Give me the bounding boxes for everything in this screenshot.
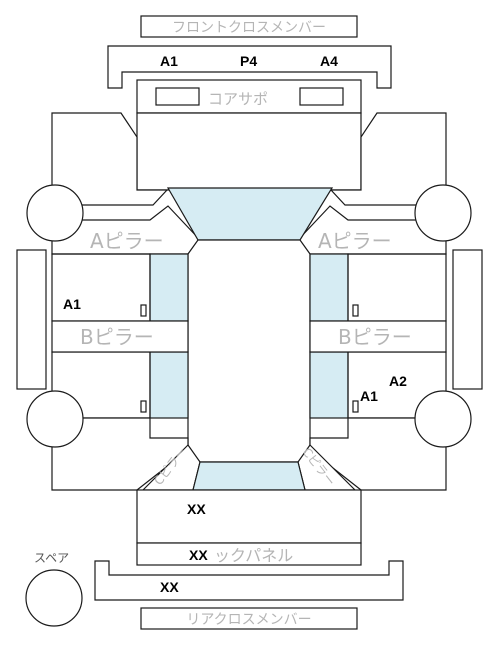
front-cross-member-label: フロントクロスメンバー [172,20,326,36]
door-handle-front-right [352,304,359,317]
mark-rear-member: XX [160,579,179,595]
door-handle-front-left [140,304,147,317]
window-rear-right[interactable] [309,351,349,419]
hood[interactable] [136,112,362,191]
mark-front-right: A4 [320,53,338,69]
mark-left-door: A1 [63,296,81,312]
mark-right-rear-a2: A2 [389,373,407,389]
b-pillar-left-label: Bピラー [80,325,154,349]
door-front-right[interactable] [347,253,447,322]
b-pillar-right-label: Bピラー [338,325,412,349]
wheel-rear-right[interactable] [414,390,472,448]
window-front-right[interactable] [309,253,349,322]
wheel-rear-left[interactable] [26,390,84,448]
roof[interactable] [187,239,311,463]
mark-front-center: P4 [240,53,257,69]
core-support-label: コアサポ [208,90,268,108]
rear-window[interactable] [192,461,306,491]
rear-cross-member-label: リアクロスメンバー [186,612,311,628]
quarter-panel-left[interactable] [51,417,189,491]
front-bumper[interactable] [107,45,392,89]
spare-tire[interactable] [25,569,83,627]
mark-front-left: A1 [160,53,178,69]
spare-label: スペア [34,551,69,565]
window-front-left[interactable] [149,253,189,322]
back-panel-label: ックパネル [214,546,293,565]
trunk[interactable] [136,489,362,544]
wheel-front-right[interactable] [414,184,472,242]
b-pillar-left[interactable] [51,320,189,353]
rear-cross-member-box [140,607,358,630]
a-pillar-right-label: Aピラー [318,229,392,253]
door-handle-rear-right [352,400,359,413]
wheel-front-left[interactable] [26,184,84,242]
mark-right-rear-a1: A1 [360,388,378,404]
side-sill-left[interactable] [16,249,47,390]
back-panel[interactable] [136,542,362,566]
a-pillar-left-label: Aピラー [90,229,164,253]
rear-bumper[interactable] [94,560,404,601]
mark-trunk: XX [187,501,206,517]
quarter-panel-right[interactable] [309,417,447,491]
headlight-left[interactable] [155,87,200,106]
door-handle-rear-left [140,400,147,413]
window-rear-left[interactable] [149,351,189,419]
mark-back-panel: XX [189,547,208,563]
headlight-right[interactable] [299,87,344,106]
side-sill-right[interactable] [452,249,483,390]
front-cross-member-box [140,15,358,38]
b-pillar-right[interactable] [309,320,447,353]
